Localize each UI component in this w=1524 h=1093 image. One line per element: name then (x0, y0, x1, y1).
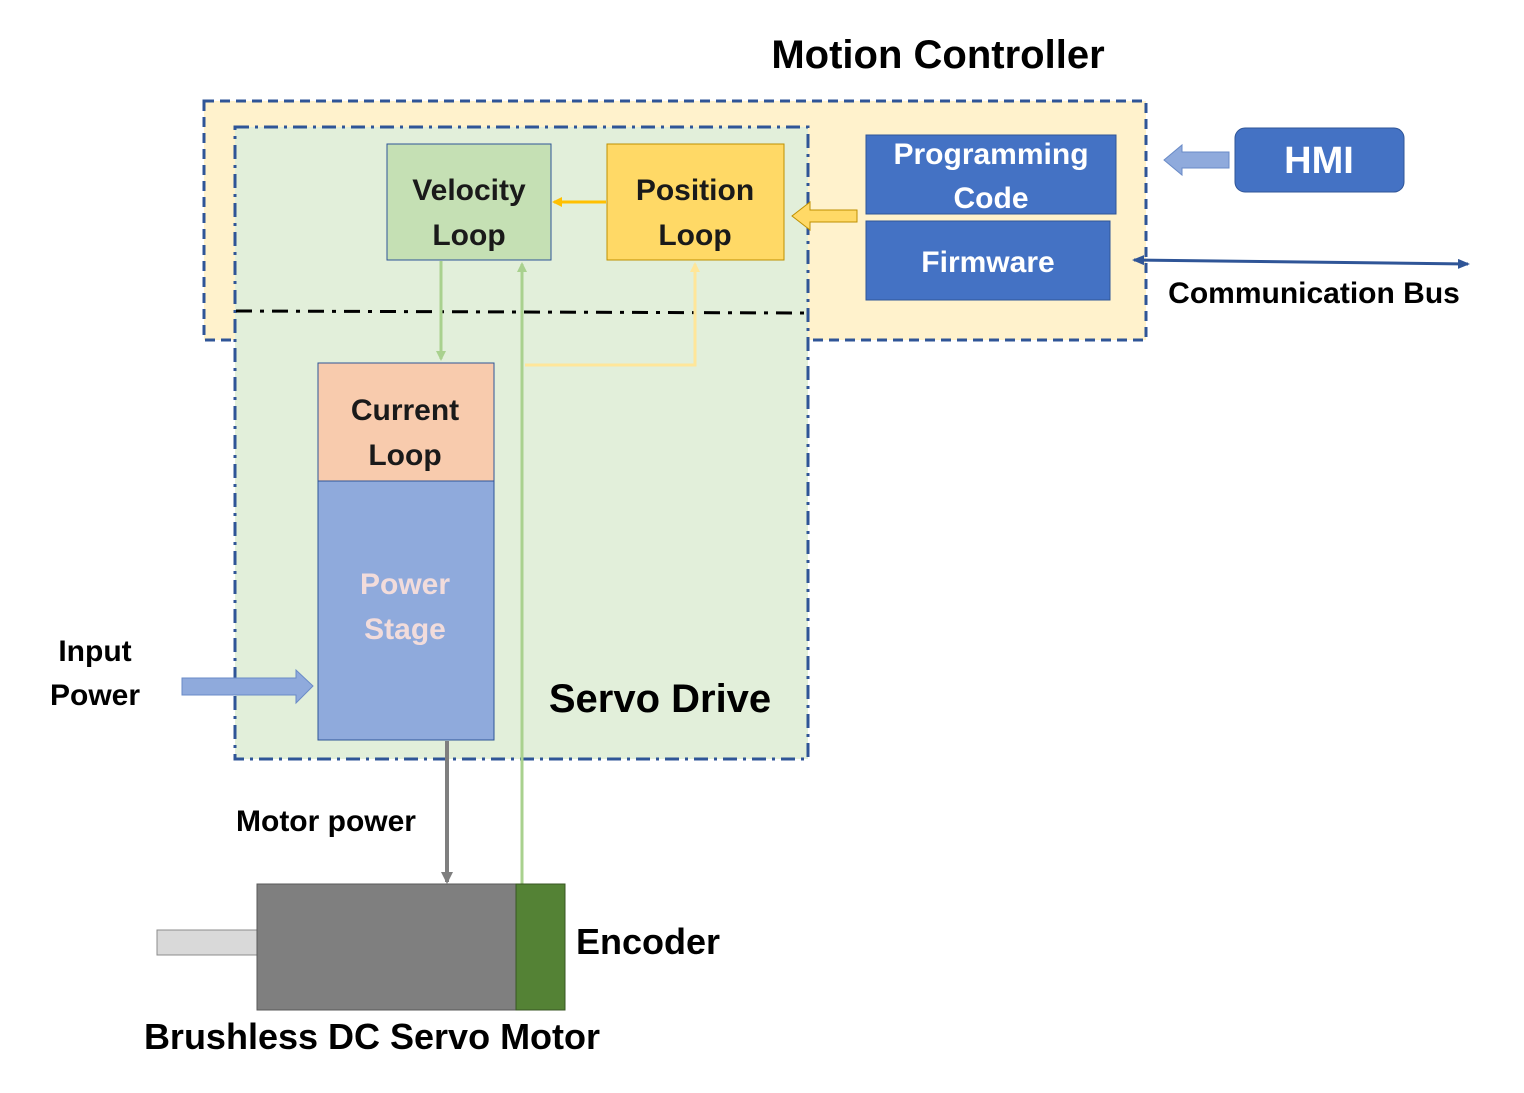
current-loop-label-line1: Current (351, 394, 459, 427)
current-loop-label-line2: Loop (368, 439, 441, 472)
power-stage-label-line1: Power (360, 568, 450, 601)
position-loop-box (606, 143, 785, 261)
programming-code-box (865, 134, 1117, 215)
input-power-label-line2: Power (50, 679, 140, 712)
velocity-loop-label-line1: Velocity (412, 174, 526, 207)
servo-drive-title: Servo Drive (549, 677, 771, 721)
position-loop-label-line2: Loop (658, 219, 731, 252)
firmware-label: Firmware (921, 246, 1054, 279)
velocity-loop-box (386, 143, 552, 261)
programming-code-label-line1: Programming (893, 138, 1088, 171)
firmware-block: Firmware (865, 220, 1111, 301)
motor-shaft (156, 929, 259, 956)
encoder-label: Encoder (576, 921, 720, 962)
position-loop-block: Position Loop (606, 143, 785, 261)
servo-motor (156, 883, 566, 1011)
programming-code-label-line2: Code (954, 182, 1029, 215)
programming-to-position-arrow (791, 200, 858, 232)
hmi-label: HMI (1284, 140, 1354, 182)
communication-bus-arrow (1132, 255, 1470, 269)
motor-label: Brushless DC Servo Motor (144, 1016, 600, 1057)
velocity-loop-block: Velocity Loop (386, 143, 552, 261)
current-loop-block: Current Loop (317, 362, 495, 482)
power-stage-box (317, 480, 495, 741)
velocity-loop-label-line2: Loop (432, 219, 505, 252)
motor-body (256, 883, 518, 1011)
motion-controller-title: Motion Controller (771, 33, 1104, 77)
hmi-box (1234, 127, 1405, 193)
programming-code-block: Programming Code (865, 134, 1117, 215)
communication-bus-label: Communication Bus (1168, 277, 1460, 310)
controller-drive-boundary-line (235, 309, 809, 315)
encoder-block (515, 883, 566, 1011)
power-stage-label-line2: Stage (364, 613, 446, 646)
power-stage-block: Power Stage (317, 480, 495, 741)
hmi-block: HMI (1234, 127, 1405, 193)
current-loop-box (317, 362, 495, 482)
encoder-to-position-feedback-arrow (525, 262, 700, 367)
motor-power-label: Motor power (236, 805, 416, 838)
input-power-arrow (181, 668, 314, 705)
firmware-box (865, 220, 1111, 301)
hmi-to-controller-arrow (1163, 143, 1230, 177)
input-power-label-line1: Input (58, 635, 131, 668)
position-loop-label-line1: Position (636, 174, 754, 207)
